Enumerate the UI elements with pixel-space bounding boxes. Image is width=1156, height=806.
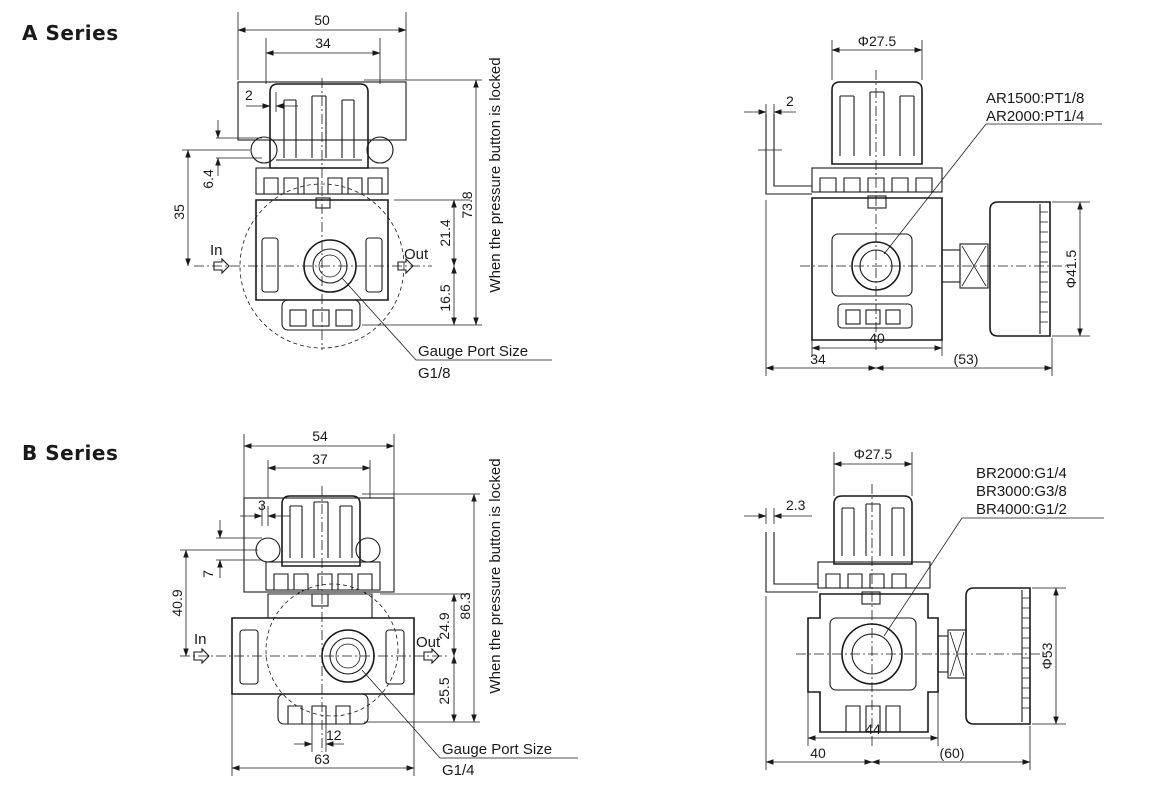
a-side-dim-right: (53) — [954, 351, 979, 367]
b-front-gauge-port-value: G1/4 — [442, 762, 475, 779]
a-front-main-body — [255, 199, 389, 301]
a-front-gauge-port-value: G1/8 — [418, 365, 451, 382]
b-front-dim-25-5: 25.5 — [436, 677, 452, 704]
b-front-out-arrow — [423, 647, 440, 665]
b-front-lock-ring — [265, 561, 381, 591]
a-front-dim-50: 50 — [314, 12, 330, 28]
b-front-hidden-outline — [265, 583, 399, 717]
series-a-side-view: Φ27.5 2 AR1500:PT1/8 AR2000:PT1/4 Φ41.5 … — [744, 33, 1102, 376]
b-side-dim-gauge-dia: Φ53 — [1039, 642, 1055, 669]
a-side-dim-gauge-dia: Φ41.5 — [1063, 250, 1079, 289]
b-front-dim-7: 7 — [200, 570, 216, 578]
b-front-mount-hole-left — [255, 537, 281, 563]
a-side-port-leader — [883, 123, 1102, 255]
a-front-mount-hole-left — [250, 136, 278, 164]
a-front-gauge-port-label: Gauge Port Size — [418, 343, 528, 360]
b-front-dim-40-9: 40.9 — [169, 589, 185, 616]
a-front-port-left — [261, 237, 279, 293]
series-a-title: A Series — [22, 21, 119, 45]
b-front-gauge-port-label: Gauge Port Size — [442, 741, 552, 758]
b-side-lock-pin — [765, 532, 818, 593]
a-front-in-label: In — [210, 242, 223, 259]
b-front-adjust-knob — [281, 495, 361, 567]
a-side-bottom-drain — [837, 303, 913, 329]
b-side-lock-ring — [817, 561, 931, 589]
b-front-dim-24-9: 24.9 — [436, 612, 452, 639]
b-front-locked-note: When the pressure button is locked — [487, 458, 504, 693]
b-side-pressure-gauge — [965, 587, 1031, 725]
b-front-dim-54: 54 — [312, 428, 328, 444]
b-side-port-leader — [883, 517, 1104, 637]
a-front-bottom-drain — [281, 299, 361, 331]
a-front-dim-2: 2 — [245, 87, 253, 103]
a-front-dim-34: 34 — [315, 35, 331, 51]
b-front-in-arrow — [193, 647, 210, 665]
b-side-dim-body-width: 44 — [865, 721, 881, 737]
b-side-bottom-drain — [845, 705, 901, 732]
b-front-port-left — [239, 629, 259, 685]
a-front-valve-cap — [315, 197, 331, 209]
a-front-port-right — [365, 237, 383, 293]
b-front-upper-plate — [243, 497, 395, 593]
a-front-out-arrow — [397, 257, 414, 275]
a-front-adjust-knob — [269, 83, 369, 169]
a-side-lock-ring — [811, 167, 943, 193]
b-side-port-line-3: BR4000:G1/2 — [976, 501, 1067, 518]
b-side-port-line-2: BR3000:G3/8 — [976, 483, 1067, 500]
b-side-dim-2-3: 2.3 — [786, 497, 806, 513]
b-front-out-label: Out — [416, 634, 441, 651]
b-front-dim-12: 12 — [326, 727, 342, 743]
a-side-lock-pin — [765, 114, 812, 195]
b-side-main-body — [807, 593, 939, 733]
a-front-dim-21-4: 21.4 — [437, 219, 453, 246]
b-front-dim-86-3: 86.3 — [457, 592, 473, 619]
b-front-dim-37: 37 — [312, 451, 328, 467]
a-front-mount-hole-right — [366, 136, 394, 164]
series-a-front-view: In Out 50 34 2 6.4 35 21 — [171, 12, 552, 382]
series-b-title: B Series — [22, 441, 119, 465]
a-side-dim-left: 34 — [810, 351, 826, 367]
series-b-side-view: Φ27.5 2.3 BR2000:G1/4 BR3000:G3/8 BR4000… — [744, 446, 1104, 770]
a-front-in-arrow — [213, 257, 230, 275]
b-side-port-block — [829, 617, 917, 691]
a-front-gauge-leader — [341, 277, 552, 361]
a-side-dim-knob-dia: Φ27.5 — [858, 33, 897, 49]
b-side-dim-right: (60) — [940, 745, 965, 761]
b-front-port-right — [385, 629, 405, 685]
a-front-out-label: Out — [404, 246, 429, 263]
b-front-bottom-drain — [277, 693, 369, 725]
b-side-dim-knob-dia: Φ27.5 — [854, 446, 893, 462]
a-side-valve-cap — [867, 195, 887, 209]
b-side-port-line-1: BR2000:G1/4 — [976, 465, 1067, 482]
a-front-dim-35: 35 — [171, 204, 187, 220]
series-b-front-view: In Out 54 37 3 7 40.9 24 — [169, 428, 578, 779]
b-front-dim-3: 3 — [258, 497, 266, 513]
b-front-in-label: In — [194, 631, 207, 648]
a-side-port-line-2: AR2000:PT1/4 — [986, 108, 1084, 125]
a-side-pressure-gauge — [989, 201, 1051, 337]
b-side-valve-cap — [861, 591, 881, 605]
b-front-dim-63: 63 — [314, 751, 330, 767]
b-side-dim-left: 40 — [810, 745, 826, 761]
a-side-port-line-1: AR1500:PT1/8 — [986, 90, 1084, 107]
a-side-adjust-knob — [831, 81, 923, 165]
a-side-dim-body-width: 40 — [869, 330, 885, 346]
a-side-dim-2: 2 — [786, 93, 794, 109]
a-side-port-block — [831, 233, 913, 297]
b-side-adjust-knob — [833, 495, 913, 565]
b-front-valve-cap — [311, 593, 329, 607]
a-front-dim-6-4: 6.4 — [200, 169, 216, 189]
a-front-dim-16-5: 16.5 — [437, 284, 453, 311]
a-front-locked-note: When the pressure button is locked — [487, 57, 504, 292]
a-front-dim-73-8: 73.8 — [459, 191, 475, 218]
